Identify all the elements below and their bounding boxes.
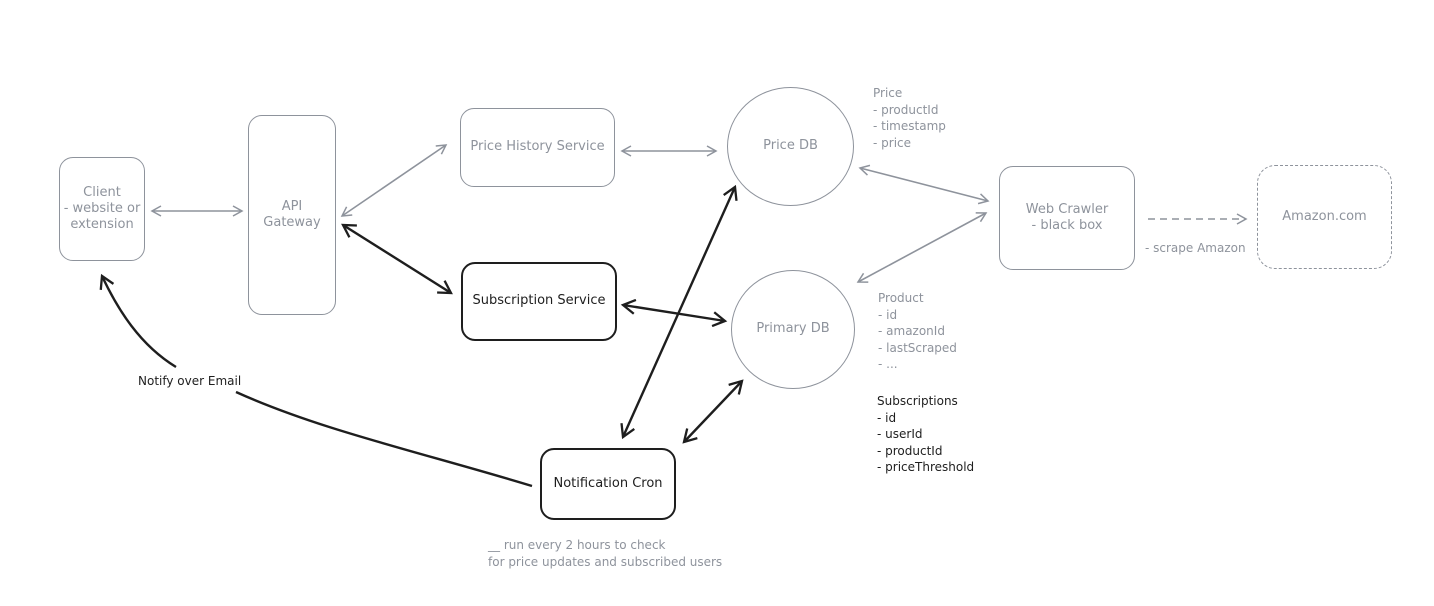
web-crawler-node: Web Crawler - black box — [999, 166, 1135, 270]
arrow-primary-db-crawler — [856, 212, 988, 283]
primary-db-label: Primary DB — [756, 321, 830, 337]
price-db-label: Price DB — [763, 138, 818, 154]
amazon-node: Amazon.com — [1257, 165, 1392, 269]
arrow-subscription-primary-db — [620, 298, 728, 328]
subscriptions-schema-note: Subscriptions - id - userId - productId … — [877, 394, 975, 474]
notification-cron-node: Notification Cron — [540, 448, 676, 520]
amazon-label: Amazon.com — [1282, 208, 1367, 224]
product-schema-note: Product - id - amazonId - lastScraped - … — [878, 291, 957, 371]
notify-over-email-label: Notify over Email — [138, 374, 242, 388]
api-gateway-node: API Gateway — [248, 115, 336, 315]
scrape-amazon-label: - scrape Amazon — [1145, 241, 1246, 255]
arrow-price-db-crawler — [858, 164, 990, 205]
client-node: Client - website or extension — [59, 157, 145, 261]
subscription-service-node: Subscription Service — [461, 262, 617, 341]
cron-schedule-note: __ run every 2 hours to check for price … — [488, 538, 723, 569]
arrow-cron-primary-db — [682, 379, 744, 444]
api-gateway-label: API Gateway — [263, 198, 321, 230]
client-label: Client - website or extension — [63, 184, 141, 233]
subscription-service-label: Subscription Service — [472, 293, 606, 309]
primary-db-node: Primary DB — [731, 270, 855, 389]
price-db-node: Price DB — [727, 87, 854, 206]
price-history-service-label: Price History Service — [470, 139, 605, 155]
web-crawler-label: Web Crawler - black box — [1025, 201, 1109, 233]
arrow-cron-price-db — [620, 184, 738, 440]
arrow-gateway-subscription — [341, 223, 453, 295]
price-schema-note: Price - productId - timestamp - price — [873, 86, 946, 150]
arrow-gateway-price-history — [340, 144, 448, 217]
arrow-notify-client — [102, 276, 533, 488]
notification-cron-label: Notification Cron — [553, 475, 663, 491]
price-history-service-node: Price History Service — [460, 108, 615, 187]
